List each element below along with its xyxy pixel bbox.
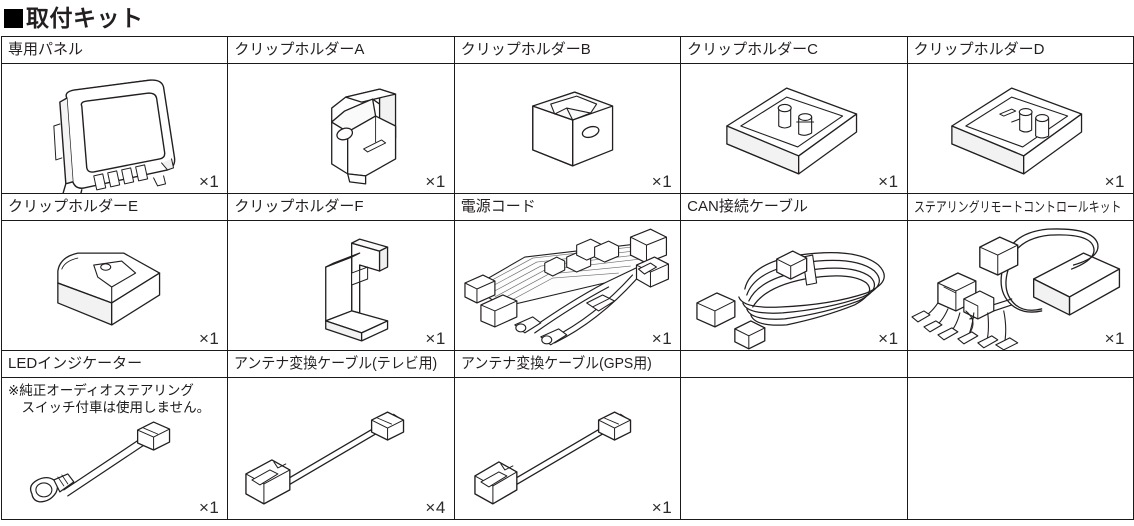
part-label: 電源コード <box>460 198 536 215</box>
quantity-label: ×1 <box>199 329 220 348</box>
part-cell-power-cord: ×1 <box>455 221 680 350</box>
page-title-text: 取付キット <box>26 4 144 31</box>
part-cell-led-indicator: ※純正オーディオステアリング スイッチ付車は使用しません。 <box>2 378 227 519</box>
part-label: 専用パネル <box>8 41 84 58</box>
part-label: クリップホルダーD <box>913 41 1045 58</box>
quantity-label: ×1 <box>878 329 899 348</box>
part-label: クリップホルダーC <box>687 41 819 58</box>
part-label: アンテナ変換ケーブル(GPS用) <box>460 355 652 372</box>
part-cell-antenna-cable-gps: ×1 <box>455 378 680 519</box>
part-cell-clip-d: ×1 <box>908 64 1133 193</box>
part-label: ステアリングリモートコントロールキット <box>913 199 1122 215</box>
power-cord-illustration <box>455 221 680 350</box>
quantity-label: ×1 <box>878 172 899 191</box>
led-indicator-illustration <box>2 378 227 519</box>
part-cell-clip-f: ×1 <box>228 221 453 350</box>
quantity-label: ×1 <box>1104 329 1125 348</box>
quantity-label: ×1 <box>651 329 673 348</box>
part-cell-panel: ×1 <box>2 64 227 193</box>
quantity-label: ×4 <box>425 498 446 517</box>
quantity-label: ×1 <box>425 172 446 191</box>
part-label: アンテナ変換ケーブル(テレビ用) <box>234 355 438 372</box>
clip-holder-a-illustration <box>228 64 453 193</box>
part-label: CAN接続ケーブル <box>687 198 808 215</box>
antenna-cable-tv-illustration <box>228 378 453 519</box>
quantity-label: ×1 <box>425 329 446 348</box>
quantity-label: ×1 <box>1104 172 1125 191</box>
part-cell-can-cable: ×1 <box>681 221 906 350</box>
clip-holder-d-illustration <box>908 64 1133 193</box>
page-title: 取付キット <box>0 0 1134 36</box>
table-row-labels-1: 専用パネル クリップホルダーA クリップホルダーB クリップホルダーC クリップ… <box>0 36 1134 64</box>
clip-holder-b-illustration <box>455 64 680 193</box>
square-bullet-icon <box>4 9 23 28</box>
part-cell-steering-remote-kit: ×1 <box>908 221 1133 350</box>
led-indicator-note: ※純正オーディオステアリング スイッチ付車は使用しません。 <box>8 383 211 415</box>
part-cell-clip-c: ×1 <box>681 64 906 193</box>
part-label: クリップホルダーB <box>460 41 591 58</box>
part-label-empty <box>908 351 1133 377</box>
panel-illustration <box>2 64 227 193</box>
quantity-label: ×1 <box>651 172 673 191</box>
table-row-labels-3: LEDインジケーター アンテナ変換ケーブル(テレビ用) アンテナ変換ケーブル(G… <box>0 350 1134 378</box>
quantity-label: ×1 <box>651 498 673 517</box>
clip-holder-c-illustration <box>681 64 906 193</box>
quantity-label: ×1 <box>199 172 220 191</box>
table-row-items-2: ×1 <box>0 220 1134 351</box>
part-label: クリップホルダーA <box>234 41 365 58</box>
part-cell-clip-a: ×1 <box>228 64 453 193</box>
antenna-cable-gps-illustration <box>455 378 680 519</box>
part-label: クリップホルダーF <box>234 198 364 215</box>
table-row-items-1: ×1 <box>0 63 1134 194</box>
part-cell-empty <box>681 378 906 519</box>
part-label-empty <box>681 351 906 377</box>
part-label: クリップホルダーE <box>8 198 139 215</box>
parts-table: 専用パネル クリップホルダーA クリップホルダーB クリップホルダーC クリップ… <box>0 36 1134 520</box>
can-cable-illustration <box>681 221 906 350</box>
part-cell-clip-b: ×1 <box>455 64 680 193</box>
quantity-label: ×1 <box>199 498 220 517</box>
clip-holder-e-illustration <box>2 221 227 350</box>
part-label: LEDインジケーター <box>8 355 143 372</box>
part-cell-empty <box>908 378 1133 519</box>
table-row-labels-2: クリップホルダーE クリップホルダーF 電源コード CAN接続ケーブル ステアリ… <box>0 193 1134 221</box>
part-cell-clip-e: ×1 <box>2 221 227 350</box>
part-cell-antenna-cable-tv: ×4 <box>228 378 453 519</box>
steering-remote-kit-illustration <box>908 221 1133 350</box>
clip-holder-f-illustration <box>228 221 453 350</box>
table-row-items-3: ※純正オーディオステアリング スイッチ付車は使用しません。 <box>0 377 1134 520</box>
